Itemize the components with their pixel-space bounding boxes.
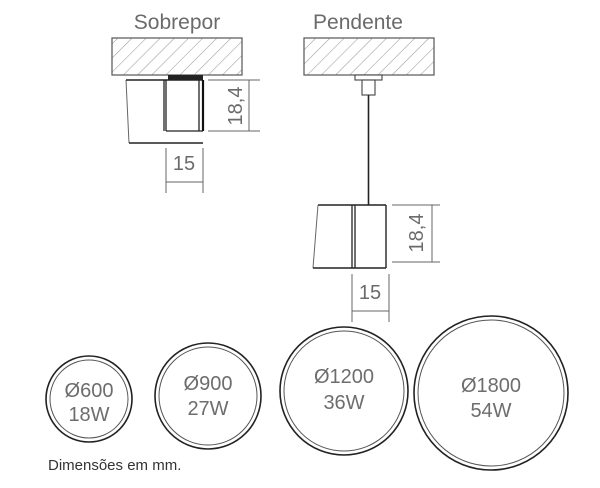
size-1200-power: 36W	[323, 392, 364, 414]
size-1800-diameter: Ø1800	[461, 375, 521, 397]
surface-height-dimension: 18,4	[208, 79, 260, 132]
size-1200-diameter: Ø1200	[314, 366, 374, 388]
pendant-view: Pendente 18,4 15	[303, 11, 440, 322]
size-options: Ø600 18W Ø900 27W Ø1200 36W Ø1800 54W	[45, 315, 569, 471]
pendant-suspension	[354, 74, 383, 205]
pendant-height-dimension: 18,4	[392, 204, 440, 263]
surface-mount-title: Sobrepor	[134, 11, 220, 34]
size-900-power: 27W	[187, 398, 228, 420]
surface-mount-view: Sobrepor 18,4 15	[111, 11, 260, 193]
dimensions-footnote: Dimensões em mm.	[48, 457, 182, 474]
size-circle-1200: Ø1200 36W	[279, 326, 409, 456]
surface-width-label: 15	[173, 153, 195, 175]
pendant-luminaire-body	[312, 204, 387, 269]
size-circle-900: Ø900 27W	[154, 342, 262, 450]
pendant-width-label: 15	[359, 282, 381, 304]
surface-ceiling-slab	[111, 37, 243, 76]
size-600-power: 18W	[68, 404, 109, 426]
size-1800-power: 54W	[470, 400, 511, 422]
surface-luminaire-body	[125, 75, 205, 144]
size-circle-1800: Ø1800 54W	[413, 315, 569, 471]
pendant-width-dimension: 15	[351, 274, 390, 322]
surface-width-dimension: 15	[165, 148, 204, 193]
surface-height-label: 18,4	[225, 87, 247, 126]
pendant-height-label: 18,4	[406, 214, 428, 253]
size-circle-600: Ø600 18W	[45, 355, 133, 443]
size-600-diameter: Ø600	[65, 380, 114, 402]
pendant-title: Pendente	[313, 11, 403, 34]
size-900-diameter: Ø900	[184, 373, 233, 395]
pendant-ceiling-slab	[303, 37, 435, 76]
